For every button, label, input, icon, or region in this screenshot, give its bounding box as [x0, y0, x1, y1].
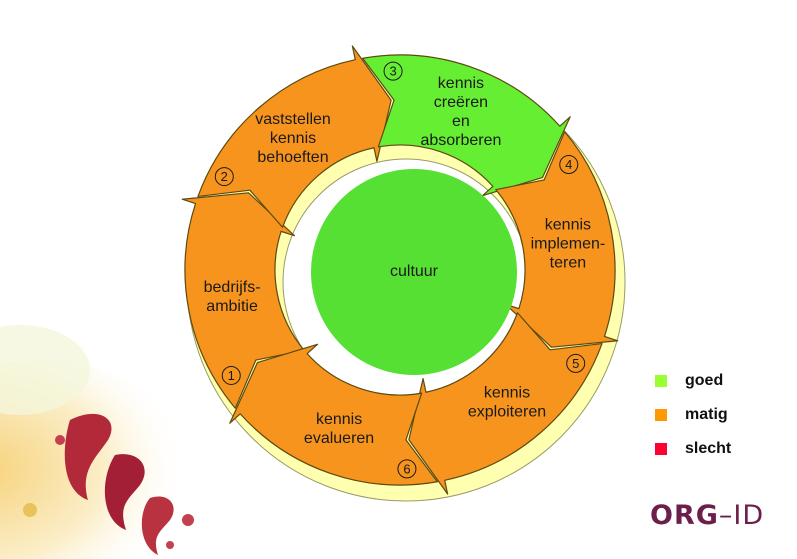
legend-item-slecht: slecht	[655, 432, 731, 466]
segment-label-4: kennis	[545, 216, 591, 233]
logo-light: ID	[733, 500, 764, 531]
org-id-logo: ORG–ID	[650, 500, 764, 531]
flower-decoration	[0, 325, 194, 559]
legend-item-goed: goed	[655, 364, 731, 398]
segment-label-4: implemen-	[531, 235, 606, 252]
step-number-3: 3	[389, 64, 396, 79]
segment-label-3: en	[452, 113, 470, 130]
segment-label-1: bedrijfs-	[204, 279, 261, 296]
segment-label-5: exploiteren	[468, 404, 546, 421]
step-number-2: 2	[221, 169, 228, 184]
segment-label-2: behoeften	[257, 149, 328, 166]
step-number-6: 6	[403, 461, 410, 476]
legend-label-goed: goed	[685, 372, 723, 390]
segment-label-5: kennis	[484, 385, 530, 402]
legend-swatch-goed	[655, 375, 667, 387]
center-label: cultuur	[390, 263, 439, 280]
logo-separator: –	[719, 500, 734, 531]
segment-label-6: kennis	[316, 411, 362, 428]
step-number-1: 1	[228, 368, 235, 383]
logo-strong: ORG	[650, 500, 719, 531]
legend-item-matig: matig	[655, 398, 731, 432]
segment-label-3: absorberen	[420, 132, 501, 149]
legend-label-slecht: slecht	[685, 440, 731, 458]
segment-label-2: kennis	[270, 130, 316, 147]
segment-label-3: creëren	[434, 94, 488, 111]
step-number-4: 4	[565, 157, 572, 172]
segment-label-4: teren	[550, 254, 586, 271]
center-group: cultuur	[311, 169, 517, 375]
legend-swatch-matig	[655, 409, 667, 421]
legend: goed matig slecht	[655, 364, 731, 466]
legend-swatch-slecht	[655, 443, 667, 455]
segment-label-1: ambitie	[206, 298, 258, 315]
segment-label-6: evalueren	[304, 430, 374, 447]
segment-label-3: kennis	[438, 75, 484, 92]
segment-label-2: vaststellen	[255, 111, 331, 128]
legend-label-matig: matig	[685, 406, 728, 424]
step-number-5: 5	[572, 356, 579, 371]
